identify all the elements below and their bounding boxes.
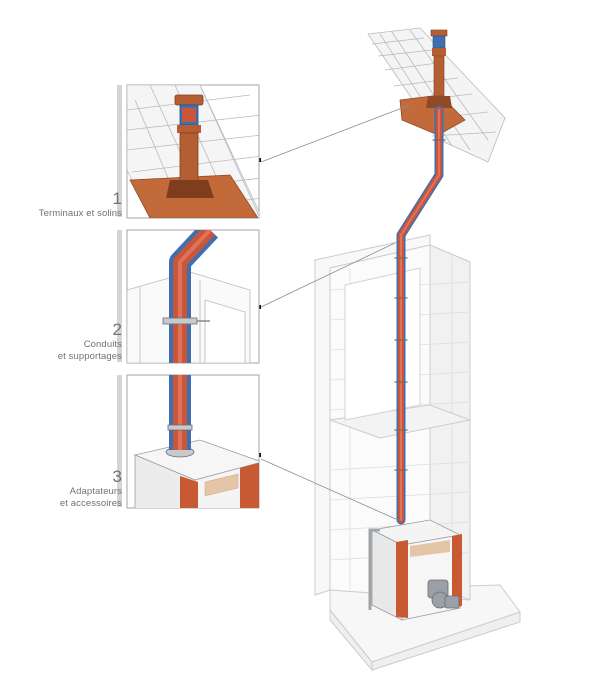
panel-3-side-bar (117, 375, 122, 507)
panel-1-side-bar (117, 85, 122, 217)
section-2-title-line1: Conduits (83, 339, 122, 350)
section-3-title-line1: Adaptateurs (69, 486, 122, 497)
terminal-main (426, 29, 452, 108)
section-2-label: 2 Conduits et supportages (58, 321, 122, 363)
panel-2-side-bar (117, 230, 122, 362)
section-2-title-line2: et supportages (57, 351, 122, 362)
flue-pipe-main (394, 105, 446, 525)
leader-lines (260, 104, 411, 521)
section-3-number: 3 (112, 467, 122, 486)
section-1-label: 1 Terminaux et solins (39, 190, 122, 220)
section-1-number: 1 (112, 189, 122, 208)
section-2-number: 2 (112, 320, 122, 339)
detail-panel-conduit (126, 229, 260, 364)
boiler-main (368, 519, 462, 621)
detail-panel-adapter (126, 374, 260, 509)
detail-panel-terminal (126, 84, 260, 219)
section-3-title-line2: et accessoires (59, 498, 122, 509)
section-3-label: 3 Adaptateurs et accessoires (60, 468, 122, 510)
section-1-title: Terminaux et solins (38, 208, 122, 219)
